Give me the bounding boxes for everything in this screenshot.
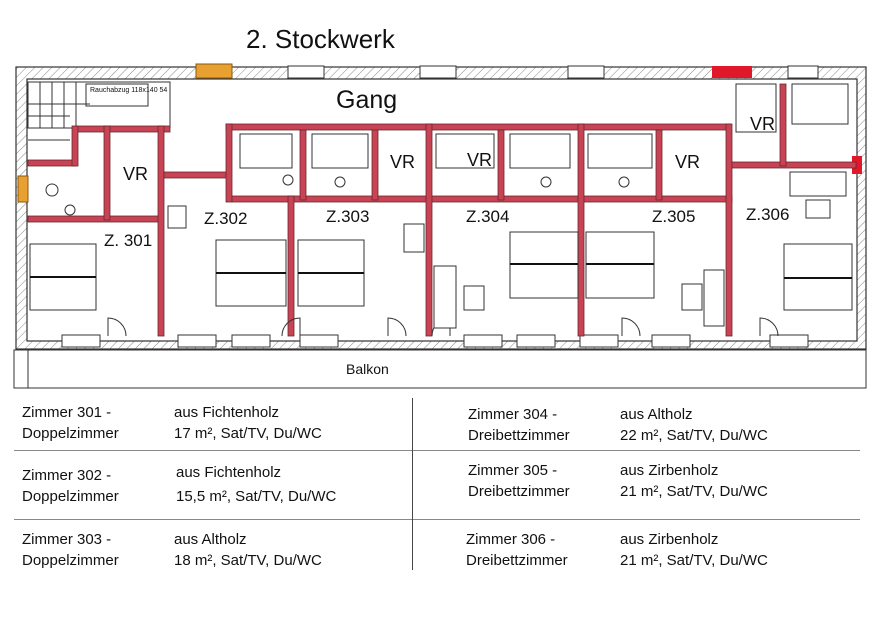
room-name: Zimmer 301 - bbox=[22, 404, 112, 421]
room-303-details: aus Altholz 18 m², Sat/TV, Du/WC bbox=[174, 529, 322, 571]
room-301-name: Zimmer 301 - Doppelzimmer bbox=[22, 402, 119, 444]
room-303-name: Zimmer 303 - Doppelzimmer bbox=[22, 529, 119, 571]
room-wood: aus Fichtenholz bbox=[176, 464, 282, 481]
staircase bbox=[27, 81, 171, 141]
page-title: 2. Stockwerk bbox=[246, 24, 395, 54]
room-label-305: Z.305 bbox=[652, 207, 695, 226]
furniture bbox=[29, 171, 853, 329]
bathroom-fixtures bbox=[45, 83, 849, 216]
room-details: 21 m², Sat/TV, Du/WC bbox=[620, 483, 768, 500]
room-305-details: aus Zirbenholz 21 m², Sat/TV, Du/WC bbox=[620, 460, 768, 502]
room-301-details: aus Fichtenholz 17 m², Sat/TV, Du/WC bbox=[174, 402, 322, 444]
room-306-name: Zimmer 306 - Dreibettzimmer bbox=[466, 529, 568, 571]
room-name: Zimmer 306 - bbox=[466, 531, 556, 548]
room-type: Dreibettzimmer bbox=[466, 552, 568, 569]
room-details: 18 m², Sat/TV, Du/WC bbox=[174, 552, 322, 569]
windows bbox=[61, 65, 819, 348]
orange-window-mark bbox=[195, 63, 233, 79]
vr-label-304: VR bbox=[467, 150, 492, 170]
room-wood: aus Altholz bbox=[174, 531, 247, 548]
room-306-details: aus Zirbenholz 21 m², Sat/TV, Du/WC bbox=[620, 529, 768, 571]
room-304-name: Zimmer 304 - Dreibettzimmer bbox=[468, 404, 570, 446]
red-wall-mark bbox=[712, 66, 752, 78]
room-wood: aus Altholz bbox=[620, 406, 693, 423]
corridor-label: Gang bbox=[336, 86, 397, 114]
balcony bbox=[13, 349, 867, 389]
room-type: Doppelzimmer bbox=[22, 425, 119, 442]
room-304-details: aus Altholz 22 m², Sat/TV, Du/WC bbox=[620, 404, 768, 446]
room-305-name: Zimmer 305 - Dreibettzimmer bbox=[468, 460, 570, 502]
orange-side-mark bbox=[17, 175, 29, 203]
table-divider bbox=[14, 450, 860, 451]
room-details: 15,5 m², Sat/TV, Du/WC bbox=[176, 488, 337, 505]
room-wood: aus Zirbenholz bbox=[620, 531, 719, 548]
room-name: Zimmer 305 - bbox=[468, 462, 558, 479]
red-side-mark bbox=[852, 156, 862, 174]
room-type: Dreibettzimmer bbox=[468, 483, 570, 500]
table-divider bbox=[14, 519, 860, 520]
room-wood: aus Zirbenholz bbox=[620, 462, 719, 479]
floor-plan: Rauchabzug 118x140 54 Gang bbox=[13, 63, 867, 389]
room-type: Doppelzimmer bbox=[22, 488, 119, 505]
room-type: Dreibettzimmer bbox=[468, 427, 570, 444]
room-label-301: Z. 301 bbox=[104, 231, 152, 250]
room-302-name: Zimmer 302 - Doppelzimmer bbox=[22, 465, 119, 507]
interior-walls bbox=[27, 83, 857, 337]
room-type: Doppelzimmer bbox=[22, 552, 119, 569]
vr-label-305: VR bbox=[675, 152, 700, 172]
room-label-303: Z.303 bbox=[326, 207, 369, 226]
table-column-divider bbox=[412, 398, 413, 570]
room-details: 22 m², Sat/TV, Du/WC bbox=[620, 427, 768, 444]
vr-label-301: VR bbox=[123, 164, 148, 184]
stair-note: Rauchabzug 118x140 54 bbox=[90, 87, 167, 94]
room-name: Zimmer 304 - bbox=[468, 406, 558, 423]
room-label-306: Z.306 bbox=[746, 205, 789, 224]
room-details: 17 m², Sat/TV, Du/WC bbox=[174, 425, 322, 442]
room-label-302: Z.302 bbox=[204, 209, 247, 228]
room-label-304: Z.304 bbox=[466, 207, 509, 226]
room-name: Zimmer 302 - bbox=[22, 467, 112, 484]
room-302-details: aus Fichtenholz 15,5 m², Sat/TV, Du/WC bbox=[176, 462, 336, 507]
room-wood: aus Fichtenholz bbox=[174, 404, 280, 421]
room-name: Zimmer 303 - bbox=[22, 531, 112, 548]
balcony-label: Balkon bbox=[346, 361, 389, 377]
vr-label-303: VR bbox=[390, 152, 415, 172]
room-details: 21 m², Sat/TV, Du/WC bbox=[620, 552, 768, 569]
vr-label-306: VR bbox=[750, 114, 775, 134]
